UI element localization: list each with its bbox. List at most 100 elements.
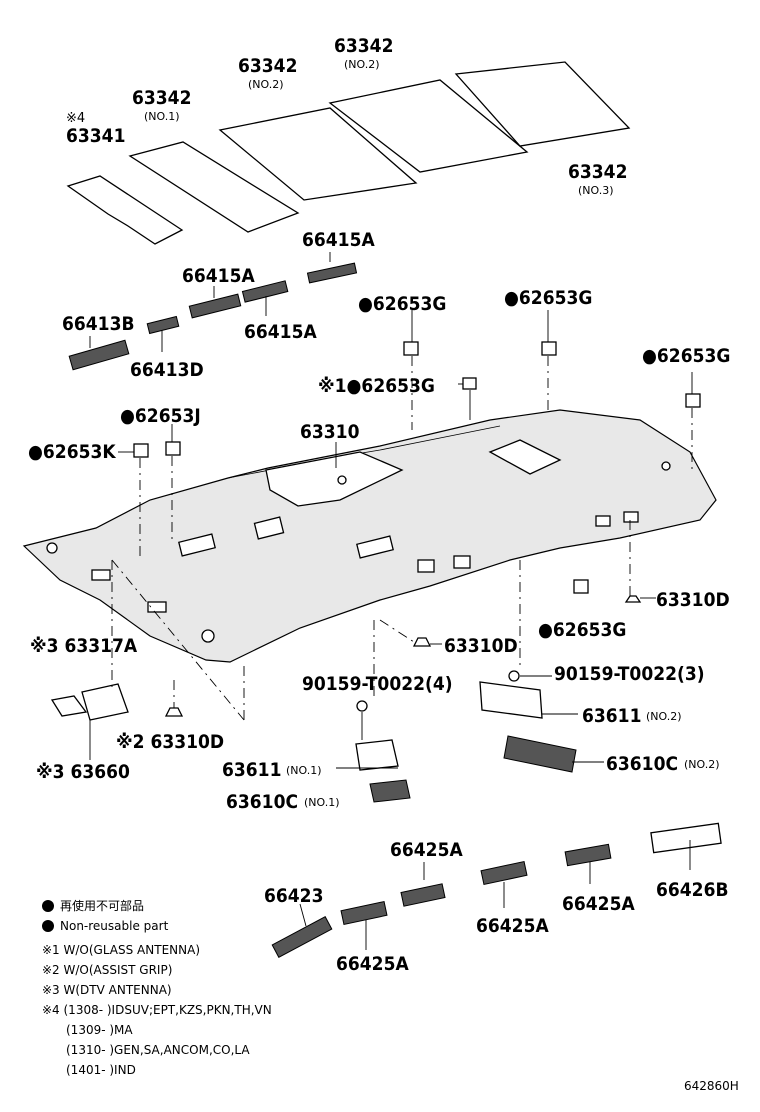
label-66425A-4: 66425A <box>562 893 635 915</box>
clip-66425A-2 <box>340 900 388 926</box>
label-63341-note: ※4 <box>66 111 85 126</box>
upper-clips <box>68 262 358 371</box>
label-66415A-3: 66415A <box>244 321 317 343</box>
label-90159-3: 90159-T0022(3) <box>554 663 705 685</box>
label-66413B: 66413B <box>62 313 135 335</box>
label-63611-no2-sub: (NO.2) <box>646 710 682 723</box>
pad-63342-no2-a <box>218 107 418 201</box>
label-63660: ※3 63660 <box>36 761 130 783</box>
grip-cutout-2 <box>453 555 471 569</box>
legend-bullet-2 <box>42 920 54 932</box>
label-63611-no1: 63611 <box>222 759 281 781</box>
mount-hole-1 <box>46 542 58 554</box>
visor-holder-63611-no2 <box>479 681 543 719</box>
label-66415A-2: 66415A <box>182 265 255 287</box>
visor-cutout-1 <box>91 569 111 581</box>
label-66425A-1: 66425A <box>390 839 463 861</box>
label-62653G-5: ●62653G <box>538 619 626 641</box>
pad-63341 <box>66 175 184 245</box>
label-63310D-1: 63310D <box>656 589 730 611</box>
label-63342-no1-sub: (NO.1) <box>144 110 180 123</box>
clip-62653G-3 <box>685 393 701 408</box>
label-66413D: 66413D <box>130 359 204 381</box>
holder-63317A <box>81 683 129 721</box>
sunroof-opening <box>265 451 404 507</box>
screw-90159-3 <box>508 670 520 682</box>
note-2: ※2 W/O(ASSIST GRIP) <box>42 963 172 977</box>
clip-63310D-3 <box>164 707 184 717</box>
label-62653G-4: ※1●62653G <box>318 375 435 397</box>
label-63342-no3: 63342 <box>568 161 627 183</box>
visor-holder-63611-no1 <box>355 739 399 771</box>
visor-cutout-2 <box>147 601 167 613</box>
label-66415A-1: 66415A <box>302 229 375 251</box>
clip-66415A-1 <box>306 262 358 284</box>
footnotes: ※1 W/O(GLASS ANTENNA) ※2 W/O(ASSIST GRIP… <box>42 943 272 1077</box>
silencer-pads <box>66 61 631 245</box>
label-63341: 63341 <box>66 125 125 147</box>
label-66425A-3: 66425A <box>476 915 549 937</box>
clip-66425A-4 <box>564 843 612 867</box>
visor-holder-63610C-no2 <box>503 735 577 773</box>
pad-63342-no2-b <box>328 79 529 173</box>
legend: 再使用不可部品 Non-reusable part <box>42 898 169 933</box>
dome-light-cutout-1 <box>178 533 216 557</box>
clip-66426B <box>650 822 722 854</box>
label-63342-no2a: 63342 <box>238 55 297 77</box>
figure-code: 642860H <box>684 1079 739 1093</box>
label-63310D-3: ※2 63310D <box>116 731 224 753</box>
legend-bullet-1 <box>42 900 54 912</box>
clip-66425A-3 <box>480 860 528 886</box>
dome-light-cutout-2 <box>356 535 394 559</box>
label-62653J: ●62653J <box>120 405 201 427</box>
visor-holder-63610C-no1 <box>369 779 411 803</box>
screw-90159-4 <box>356 700 368 712</box>
leader-lines <box>89 252 693 950</box>
small-clips <box>133 341 701 594</box>
clip-62653G-5 <box>573 579 589 594</box>
clip-66415A-3 <box>241 280 289 303</box>
note-3: ※3 W(DTV ANTENNA) <box>42 983 172 997</box>
label-63310: 63310 <box>300 421 360 443</box>
clip-66413D <box>146 315 180 335</box>
label-63342-no2a-sub: (NO.2) <box>248 78 284 91</box>
note-4a: ※4 (1308- )IDSUV;EPT,KZS,PKN,TH,VN <box>42 1003 272 1017</box>
label-90159-4: 90159-T0022(4) <box>302 673 453 695</box>
pad-63342-no3 <box>454 61 631 147</box>
console-opening <box>488 439 562 475</box>
legend-item-jp: 再使用不可部品 <box>60 898 144 913</box>
note-1: ※1 W/O(GLASS ANTENNA) <box>42 943 200 957</box>
label-62653G-1: ●62653G <box>358 293 446 315</box>
holder-63660 <box>50 695 88 717</box>
headliner-63310 <box>22 409 717 663</box>
clip-66423 <box>271 916 333 958</box>
label-63310D-2: 63310D <box>444 635 518 657</box>
label-63610C-no2-sub: (NO.2) <box>684 758 720 771</box>
label-63610C-no1-sub: (NO.1) <box>304 796 340 809</box>
clip-66415A-2 <box>188 293 242 319</box>
dome-light-cutout-3 <box>253 516 285 540</box>
label-66425A-2: 66425A <box>336 953 409 975</box>
label-63342-no3-sub: (NO.3) <box>578 184 614 197</box>
legend-item-en: Non-reusable part <box>60 919 169 933</box>
label-62653G-2: ●62653G <box>504 287 592 309</box>
label-63610C-no1: 63610C <box>226 791 298 813</box>
note-4d: (1401- )IND <box>66 1063 136 1077</box>
mount-hole-4 <box>661 461 671 471</box>
label-62653G-3: ●62653G <box>642 345 730 367</box>
clip-66425A-1 <box>400 883 446 907</box>
clip-62653G-4 <box>462 377 477 390</box>
note-4b: (1309- )MA <box>66 1023 133 1037</box>
label-63611-no1-sub: (NO.1) <box>286 764 322 777</box>
label-63342-no2b: 63342 <box>334 35 393 57</box>
label-66423: 66423 <box>264 885 323 907</box>
label-63342-no1: 63342 <box>132 87 191 109</box>
clip-62653K <box>133 443 149 458</box>
label-63611-no2: 63611 <box>582 705 641 727</box>
clip-66413B <box>68 339 130 371</box>
clip-63310D-1 <box>624 595 642 603</box>
clip-63310D-2 <box>412 637 432 647</box>
fasteners <box>164 595 642 717</box>
grip-cutout-3 <box>595 515 611 527</box>
